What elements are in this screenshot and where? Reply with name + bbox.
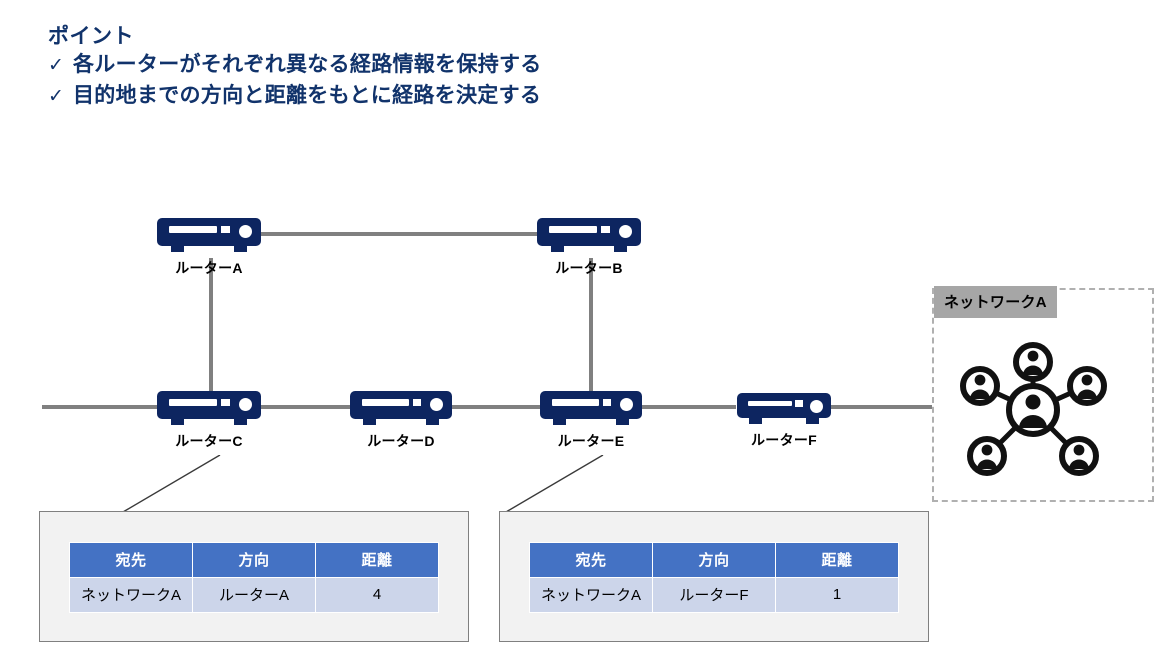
router-foot bbox=[749, 418, 763, 424]
routing-table-panel-c: 宛先 方向 距離 ネットワークA ルーターA 4 bbox=[39, 511, 469, 642]
cell-distance: 4 bbox=[315, 577, 439, 613]
link-f-network bbox=[830, 405, 932, 409]
router-slot-icon bbox=[552, 399, 600, 406]
link-c-d bbox=[261, 405, 351, 409]
link-a-c bbox=[209, 258, 213, 391]
person-node-lower-left bbox=[967, 436, 1007, 476]
person-node-upper-left bbox=[960, 366, 1000, 406]
cell-distance: 1 bbox=[775, 577, 899, 613]
router-led-icon bbox=[618, 225, 632, 239]
page-title: ポイント bbox=[48, 25, 134, 48]
router-label-a: ルーターA bbox=[175, 260, 243, 276]
router-foot bbox=[170, 246, 184, 252]
router-led-icon bbox=[619, 398, 633, 412]
routing-table-e: 宛先 方向 距離 ネットワークA ルーターF 1 bbox=[529, 542, 899, 613]
router-slot-icon bbox=[549, 226, 598, 233]
router-slot-icon bbox=[748, 400, 792, 406]
person-node-center bbox=[1006, 383, 1060, 437]
column-header-destination: 宛先 bbox=[69, 542, 193, 578]
bullet-item-2: ✓ 目的地までの方向と距離をもとに経路を決定する bbox=[48, 81, 542, 112]
router-slot-icon bbox=[169, 399, 218, 406]
column-header-distance: 距離 bbox=[315, 542, 439, 578]
column-header-distance: 距離 bbox=[775, 542, 899, 578]
router-label-f: ルーターF bbox=[750, 432, 818, 448]
router-f[interactable]: ルーターF bbox=[737, 393, 831, 448]
router-label-b: ルーターB bbox=[555, 260, 623, 276]
table-header-row: 宛先 方向 距離 bbox=[69, 542, 439, 578]
router-led-icon bbox=[238, 225, 252, 239]
network-group-label: ネットワークA bbox=[934, 286, 1057, 318]
table-row: ネットワークA ルーターA 4 bbox=[69, 577, 439, 613]
person-node-upper-right bbox=[1067, 366, 1107, 406]
routing-table-panel-e: 宛先 方向 距離 ネットワークA ルーターF 1 bbox=[499, 511, 929, 642]
bullet-label-1: 各ルーターがそれぞれ異なる経路情報を保持する bbox=[73, 53, 542, 76]
router-foot bbox=[425, 419, 439, 425]
link-b-e bbox=[589, 258, 593, 391]
points-block: ポイント ✓ 各ルーターがそれぞれ異なる経路情報を保持する ✓ 目的地までの方向… bbox=[48, 24, 542, 112]
column-header-direction: 方向 bbox=[652, 542, 776, 578]
router-chassis bbox=[350, 391, 452, 425]
leader-line-router-e bbox=[505, 455, 604, 513]
router-foot bbox=[363, 419, 377, 425]
cell-direction: ルーターF bbox=[652, 577, 776, 613]
router-foot bbox=[615, 419, 629, 425]
router-chassis bbox=[537, 218, 641, 252]
link-backbone-left bbox=[42, 405, 157, 409]
routing-table-c: 宛先 方向 距離 ネットワークA ルーターA 4 bbox=[69, 542, 439, 613]
column-header-destination: 宛先 bbox=[529, 542, 653, 578]
router-port-icon bbox=[221, 399, 230, 407]
table-header-row: 宛先 方向 距離 bbox=[529, 542, 899, 578]
cell-direction: ルーターA bbox=[192, 577, 316, 613]
cell-destination: ネットワークA bbox=[69, 577, 193, 613]
router-port-icon bbox=[795, 400, 803, 407]
router-led-icon bbox=[809, 399, 823, 413]
person-node-top bbox=[1013, 342, 1053, 382]
router-label-d: ルーターD bbox=[367, 433, 435, 449]
router-foot bbox=[234, 246, 248, 252]
person-node-lower-right bbox=[1059, 436, 1099, 476]
router-label-e: ルーターE bbox=[557, 433, 625, 449]
router-foot bbox=[170, 419, 184, 425]
link-e-f bbox=[641, 405, 736, 409]
router-port-icon bbox=[221, 226, 230, 234]
router-a[interactable]: ルーターA bbox=[157, 218, 261, 276]
router-d[interactable]: ルーターD bbox=[350, 391, 452, 449]
router-c[interactable]: ルーターC bbox=[157, 391, 261, 449]
leader-line-router-c bbox=[122, 455, 221, 513]
bullet-item-1: ✓ 各ルーターがそれぞれ異なる経路情報を保持する bbox=[48, 50, 542, 81]
router-port-icon bbox=[601, 226, 610, 234]
router-chassis bbox=[737, 393, 831, 424]
router-foot bbox=[553, 419, 567, 425]
router-foot bbox=[614, 246, 628, 252]
router-slot-icon bbox=[362, 399, 410, 406]
cell-destination: ネットワークA bbox=[529, 577, 653, 613]
bullet-label-2: 目的地までの方向と距離をもとに経路を決定する bbox=[73, 84, 542, 107]
router-b[interactable]: ルーターB bbox=[537, 218, 641, 276]
router-chassis bbox=[157, 391, 261, 425]
router-port-icon bbox=[413, 399, 422, 407]
router-slot-icon bbox=[169, 226, 218, 233]
router-foot bbox=[234, 419, 248, 425]
check-icon: ✓ bbox=[48, 55, 65, 76]
link-a-b bbox=[253, 232, 541, 236]
link-d-e bbox=[451, 405, 541, 409]
check-icon: ✓ bbox=[48, 86, 65, 107]
router-led-icon bbox=[429, 398, 443, 412]
router-port-icon bbox=[603, 399, 612, 407]
network-people-icon bbox=[960, 342, 1107, 476]
router-led-icon bbox=[238, 398, 252, 412]
router-foot bbox=[550, 246, 564, 252]
router-foot bbox=[805, 418, 819, 424]
router-chassis bbox=[157, 218, 261, 252]
table-row: ネットワークA ルーターF 1 bbox=[529, 577, 899, 613]
router-chassis bbox=[540, 391, 642, 425]
column-header-direction: 方向 bbox=[192, 542, 316, 578]
router-e[interactable]: ルーターE bbox=[540, 391, 642, 449]
router-label-c: ルーターC bbox=[175, 433, 243, 449]
